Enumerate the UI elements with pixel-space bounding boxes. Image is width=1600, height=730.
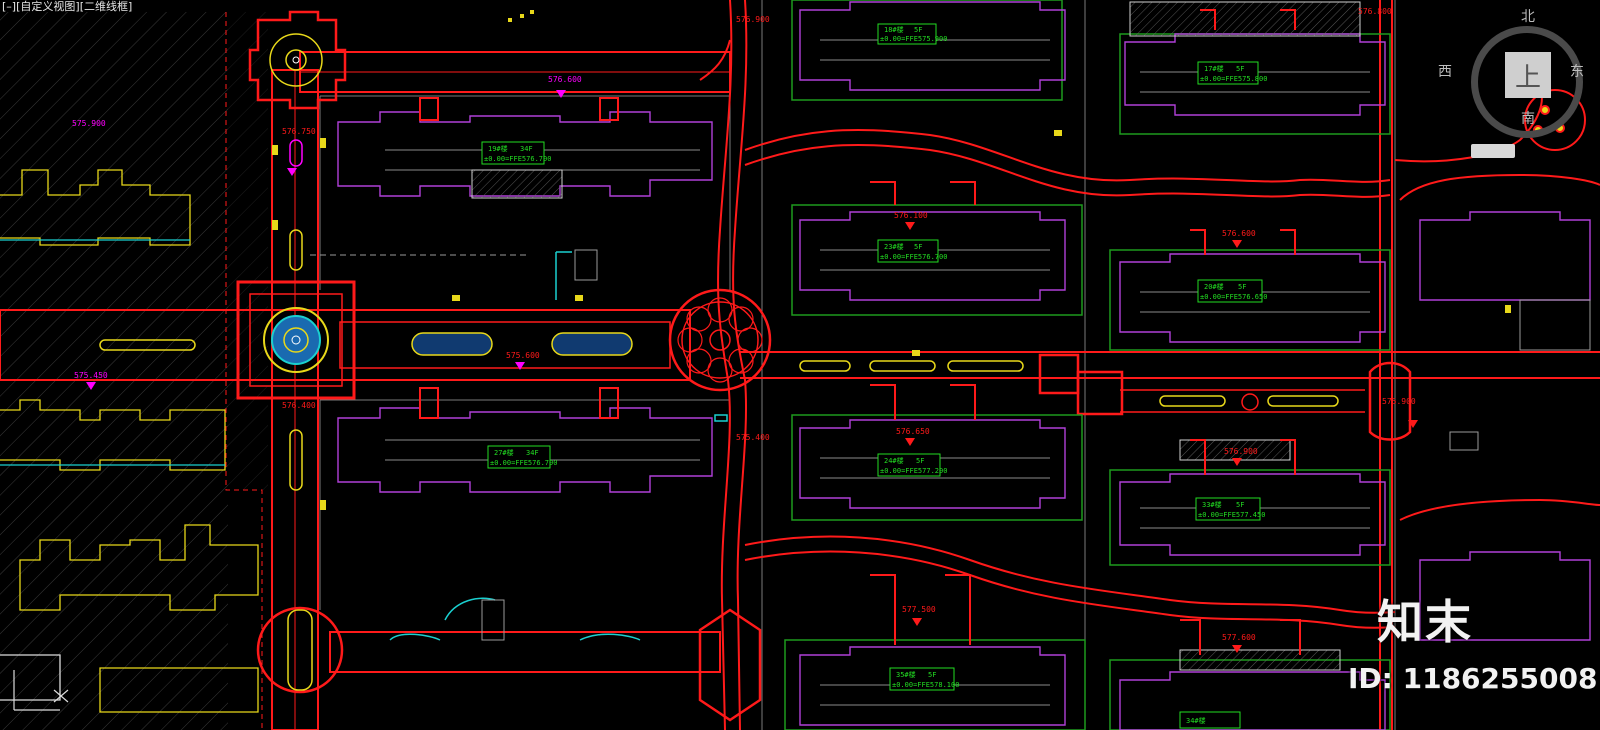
hatched-roof-1 (471, 169, 563, 199)
compass-south[interactable]: 南 (1521, 111, 1535, 127)
building-label-9[interactable]: 35#楼 5F ±0.00=FFE578.100 (889, 667, 959, 691)
building-entrances (419, 9, 1301, 655)
svg-text:576.750: 576.750 (282, 127, 316, 136)
svg-text:5F: 5F (928, 671, 936, 679)
svg-text:577.600: 577.600 (1222, 633, 1256, 642)
svg-text:27#楼: 27#楼 (494, 448, 514, 457)
svg-text:±0.00=FFE577.200: ±0.00=FFE577.200 (880, 467, 947, 475)
building-label-7[interactable]: 24#楼 5F ±0.00=FFE577.200 (877, 453, 947, 477)
building-label-2[interactable]: 17#楼 5F ±0.00=FFE575.800 (1197, 61, 1267, 85)
compass-west[interactable]: 西 (1438, 64, 1452, 80)
visual-style-menu[interactable]: [二维线框] (79, 0, 133, 13)
svg-text:17#楼: 17#楼 (1204, 64, 1224, 73)
svg-text:34F: 34F (520, 145, 533, 153)
svg-text:5F: 5F (1236, 501, 1244, 509)
site-furniture (272, 10, 1511, 510)
svg-text:35#楼: 35#楼 (896, 670, 916, 679)
compass-north[interactable]: 北 (1521, 9, 1535, 25)
svg-text:5F: 5F (1238, 283, 1246, 291)
svg-text:576.650: 576.650 (896, 427, 930, 436)
elevation-arrows (86, 90, 566, 390)
compass-east[interactable]: 东 (1570, 64, 1584, 80)
svg-text:576.100: 576.100 (894, 211, 928, 220)
viewcube-compass-ring[interactable] (1471, 26, 1583, 138)
building-label-6[interactable]: 27#楼 34F ±0.00=FFE576.700 (487, 445, 557, 469)
svg-text:34#楼: 34#楼 (1186, 716, 1206, 725)
svg-text:576.900: 576.900 (1224, 447, 1258, 456)
northwest-plaza (248, 10, 347, 110)
hatched-roof-4 (1179, 649, 1341, 671)
svg-text:5F: 5F (1236, 65, 1244, 73)
svg-text:575.900: 575.900 (72, 119, 106, 128)
southwest-plaza (256, 606, 762, 722)
svg-text:±0.00=FFE577.450: ±0.00=FFE577.450 (1198, 511, 1265, 519)
building-label-4[interactable]: 23#楼 5F ±0.00=FFE576.700 (877, 239, 947, 263)
svg-text:575.450: 575.450 (74, 371, 108, 380)
building-label-group: 18#楼 5F ±0.00=FFE575.900 17#楼 5F ±0.00=FFE… (481, 23, 1267, 729)
building-label-1[interactable]: 18#楼 5F ±0.00=FFE575.900 (877, 23, 947, 45)
svg-text:5F: 5F (916, 457, 924, 465)
elevation-arrows-red (905, 222, 1418, 653)
svg-text:576.400: 576.400 (282, 401, 316, 410)
svg-text:±0.00=FFE578.100: ±0.00=FFE578.100 (892, 681, 959, 689)
svg-text:576.600: 576.600 (1222, 229, 1256, 238)
svg-text:18#楼: 18#楼 (884, 25, 904, 34)
watermark-logo: 知末 (1377, 595, 1473, 649)
svg-text:575.400: 575.400 (736, 433, 770, 442)
lawn-areas (784, 0, 1391, 730)
hatched-roof-2 (1129, 1, 1361, 37)
svg-text:576.800: 576.800 (1358, 7, 1392, 16)
viewcube-top-face[interactable]: 上 (1505, 52, 1551, 98)
view-controls-menu[interactable]: [自定义视图] (16, 0, 80, 13)
building-label-10[interactable]: 34#楼 (1179, 711, 1241, 729)
plaza-ovals (99, 139, 1339, 491)
svg-text:±0.00=FFE575.800: ±0.00=FFE575.800 (1200, 75, 1267, 83)
roundabout-flower (668, 288, 772, 392)
svg-text:576.900: 576.900 (736, 15, 770, 24)
svg-text:33#楼: 33#楼 (1202, 500, 1222, 509)
cyan-details (389, 251, 728, 641)
east-plazas (1038, 353, 1412, 441)
building-label-8[interactable]: 33#楼 5F ±0.00=FFE577.450 (1195, 497, 1265, 521)
svg-text:5F: 5F (914, 243, 922, 251)
gray-structures (310, 249, 1591, 641)
svg-text:±0.00=FFE576.700: ±0.00=FFE576.700 (490, 459, 557, 467)
svg-text:34F: 34F (526, 449, 539, 457)
left-hatch-region (0, 12, 228, 730)
left-building-outlines (0, 169, 259, 713)
viewcube[interactable]: 上 北 南 西 东 (1438, 10, 1593, 158)
svg-text:±0.00=FFE576.650: ±0.00=FFE576.650 (1200, 293, 1267, 301)
wcs-menu-button[interactable] (1471, 144, 1515, 158)
svg-text:20#楼: 20#楼 (1204, 282, 1224, 291)
svg-text:577.500: 577.500 (902, 605, 936, 614)
building-label-5[interactable]: 20#楼 5F ±0.00=FFE576.650 (1197, 279, 1267, 303)
viewport-menu-toggle[interactable]: [–] (2, 0, 17, 13)
property-line (225, 12, 263, 730)
elevation-texts: 575.900 575.450 576.600 576.750 576.400 … (72, 7, 1416, 642)
viewport-controls-label: [–][自定义视图][二维线框] (2, 0, 132, 14)
svg-text:575.600: 575.600 (506, 351, 540, 360)
building-label-3[interactable]: 19#楼 34F ±0.00=FFE576.700 (481, 141, 551, 165)
svg-text:24#楼: 24#楼 (884, 456, 904, 465)
svg-text:±0.00=FFE575.900: ±0.00=FFE575.900 (880, 35, 947, 43)
svg-text:575.900: 575.900 (1382, 397, 1416, 406)
svg-text:19#楼: 19#楼 (488, 144, 508, 153)
svg-text:576.600: 576.600 (548, 75, 582, 84)
west-plaza (236, 280, 356, 400)
svg-text:±0.00=FFE576.700: ±0.00=FFE576.700 (880, 253, 947, 261)
watermark-id: ID: 1186255008 (1348, 662, 1598, 695)
ucs-icon (13, 670, 69, 711)
svg-text:23#楼: 23#楼 (884, 242, 904, 251)
svg-text:5F: 5F (914, 26, 922, 34)
svg-text:±0.00=FFE576.700: ±0.00=FFE576.700 (484, 155, 551, 163)
